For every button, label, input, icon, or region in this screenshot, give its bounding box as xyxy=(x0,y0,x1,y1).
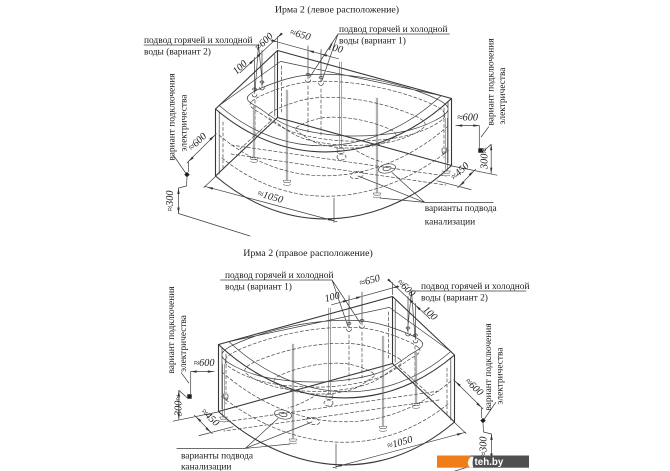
sewer-line2-left-text: канализации xyxy=(425,217,475,227)
right-version-annotations: Ирма 2 (правое расположение) подвод горя… xyxy=(167,248,529,471)
right-300-left-text: 300≈ xyxy=(480,148,491,170)
supply-v2-line1-right-text: подвод горячей и холодной xyxy=(421,281,529,292)
left-600-right-text: ≈600 xyxy=(194,358,215,369)
electric-right-line2-right-text: электричества xyxy=(496,347,506,405)
watermark-text: teh.by xyxy=(475,457,504,468)
sewer-line2-right-text: канализации xyxy=(181,463,231,471)
electric-right-line1-right-text: вариант подключения xyxy=(484,323,494,411)
electric-left-line2-right-text: электричества xyxy=(179,314,189,372)
electric-right-line1-left-text: вариант подключения xyxy=(487,38,497,126)
top-100-left-right-text: 100 xyxy=(324,290,342,305)
supply-v2-line2-right-text: воды (вариант 2) xyxy=(421,293,488,304)
drop-icon xyxy=(467,456,474,468)
electric-left-line2-left-text: электричества xyxy=(180,94,190,152)
right-600-left-text: ≈600 xyxy=(457,113,478,124)
watermark-orange-block xyxy=(437,455,471,468)
electric-left-line1-right-text: вариант подключения xyxy=(167,286,177,374)
supply-v1-line2-left-text: воды (вариант 1) xyxy=(339,36,406,47)
electric-right-line2-left-text: электричества xyxy=(498,67,508,125)
sewer-line1-left-text: варианты подвода xyxy=(425,204,498,214)
left-300-left-text: ≈300 xyxy=(165,191,176,212)
left-300-right-text: 300≈ xyxy=(174,395,185,417)
left-version-annotations: Ирма 2 (левое расположение) подвод горяч… xyxy=(144,4,508,227)
supply-v1-line1-left-text: подвод горячей и холодной xyxy=(339,24,447,35)
title-right-text: Ирма 2 (правое расположение) xyxy=(243,248,373,259)
electric-left-line1-left-text: вариант подключения xyxy=(168,73,178,161)
supply-v1-line2-right-text: воды (вариант 1) xyxy=(225,282,292,293)
right-300-right-text: ≈300 xyxy=(479,437,490,458)
supply-v2-line1-left-text: подвод горячей и холодной xyxy=(144,35,252,46)
top-650-right-text: ≈650 xyxy=(358,273,381,289)
supply-v1-line1-right-text: подвод горячей и холодной xyxy=(225,270,333,281)
watermark[interactable]: teh.by xyxy=(437,455,529,469)
top-100-right-left-text: 100 xyxy=(326,41,344,56)
top-650-left-text: ≈650 xyxy=(289,27,312,43)
sewer-line1-right-text: варианты подвода xyxy=(181,452,254,462)
supply-v2-line2-left-text: воды (вариант 2) xyxy=(144,47,211,58)
watermark-gray-block xyxy=(470,455,529,468)
title-left-text: Ирма 2 (левое расположение) xyxy=(275,4,399,15)
